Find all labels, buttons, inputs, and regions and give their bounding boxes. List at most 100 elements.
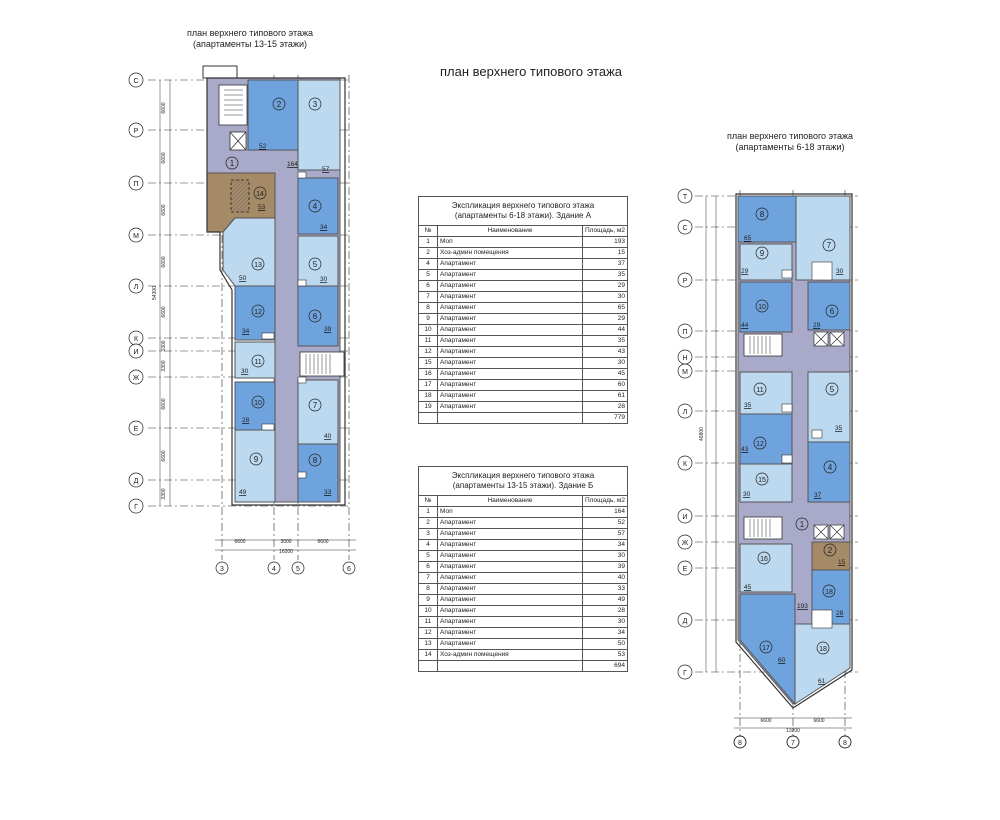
svg-text:Л: Л [683, 409, 688, 416]
right-room-marker-9: 9 [755, 246, 769, 260]
row-number: 14 [418, 649, 438, 661]
svg-text:4: 4 [828, 463, 833, 472]
svg-text:3300: 3300 [161, 488, 167, 499]
svg-text:Т: Т [683, 194, 688, 201]
svg-text:1: 1 [230, 159, 235, 168]
left-room-marker-2: 2 [272, 97, 286, 111]
svg-text:6600: 6600 [161, 102, 167, 113]
left-axis-И: И [128, 343, 144, 359]
right-room-marker-17: 17 [759, 640, 773, 654]
left-axis-markers: С Р П М Л К И Ж Е Д Г 3 4 5 6 [128, 72, 356, 575]
svg-text:5: 5 [830, 385, 835, 394]
right-plan-caption-line2: (апартаменты 6-18 этажи) [735, 142, 845, 152]
table-b-header-no: № [418, 495, 438, 507]
left-axis-Р: Р [128, 122, 144, 138]
row-area: 28 [582, 401, 628, 413]
row-area: 28 [582, 605, 628, 617]
row-name: Апартамент [437, 517, 583, 529]
left-axis-С: С [128, 72, 144, 88]
row-number: 10 [418, 324, 438, 336]
right-room-marker-6: 6 [825, 304, 839, 318]
row-name: Апартамент [437, 605, 583, 617]
row-area: 15 [582, 247, 628, 259]
svg-text:6600: 6600 [317, 539, 328, 545]
svg-text:18: 18 [819, 646, 827, 653]
svg-text:Е: Е [683, 566, 688, 573]
right-plan-caption-line1: план верхнего типового этажа [726, 131, 853, 141]
row-name: Апартамент [437, 539, 583, 551]
right-area-15: 30 [743, 491, 751, 498]
svg-text:3: 3 [313, 100, 318, 109]
row-area: 50 [582, 638, 628, 650]
left-axis-col-5: 5 [291, 561, 305, 575]
row-area: 34 [582, 627, 628, 639]
right-area-2: 15 [838, 559, 846, 566]
svg-text:П: П [682, 329, 687, 336]
row-name: Апартамент [437, 280, 583, 292]
row-name: Апартамент [437, 616, 583, 628]
svg-text:6600: 6600 [234, 539, 245, 545]
left-area-4: 34 [320, 224, 328, 231]
row-name: Апартамент [437, 346, 583, 358]
row-name: Апартамент [437, 627, 583, 639]
right-area-9: 29 [741, 268, 749, 275]
svg-text:3: 3 [220, 566, 224, 573]
left-area-6: 39 [324, 326, 332, 333]
left-area-labels: 164 52 57 34 30 39 40 33 49 28 30 34 50 … [239, 143, 332, 496]
left-axis-М: М [128, 227, 144, 243]
right-axis-markers: Т С Р П Н М Л К И Ж Е Д Г 8 7 8 [677, 188, 852, 749]
table-b-title-line1: Экспликация верхнего типового этажа [451, 471, 595, 480]
row-name: Апартамент [437, 291, 583, 303]
right-room-marker-1: 1 [795, 517, 809, 531]
right-plan-caption: план верхнего типового этажа (апартамент… [690, 131, 890, 153]
row-number: 13 [418, 638, 438, 650]
svg-text:3000: 3000 [280, 539, 291, 545]
svg-text:8: 8 [313, 456, 318, 465]
row-number: 1 [418, 506, 438, 518]
row-area: 33 [582, 583, 628, 595]
table-b-header-name: Наименование [437, 495, 583, 507]
row-number: 2 [418, 517, 438, 529]
row-number: 11 [418, 335, 438, 347]
row-number: 16 [418, 368, 438, 380]
svg-text:9: 9 [760, 249, 765, 258]
left-dim-lines [159, 80, 356, 551]
right-floor-plan: 8 7 9 10 6 11 5 12 15 4 1 2 16 18 17 18 … [677, 188, 858, 749]
left-room-markers: 1 2 3 4 5 6 7 8 9 10 11 12 13 14 [225, 97, 322, 467]
right-area-5: 35 [835, 425, 843, 432]
right-room-marker-2: 2 [823, 543, 837, 557]
left-axis-Л: Л [128, 278, 144, 294]
right-area-16: 45 [744, 584, 752, 591]
right-room-marker-18: 18 [816, 641, 830, 655]
explication-table-b: Экспликация верхнего типового этажа (апа… [418, 466, 628, 672]
table-b-total: 694 [582, 660, 628, 672]
svg-text:6: 6 [347, 566, 351, 573]
left-room-marker-5: 5 [308, 257, 322, 271]
svg-text:Р: Р [683, 278, 688, 285]
table-a-title-line2: (апартаменты 6-18 этажи). Здание А [454, 211, 592, 220]
table-a: Экспликация верхнего типового этажа (апа… [418, 196, 628, 424]
row-area: 44 [582, 324, 628, 336]
svg-text:Ж: Ж [133, 375, 140, 382]
svg-text:12: 12 [756, 441, 764, 448]
row-area: 53 [582, 649, 628, 661]
svg-text:1: 1 [800, 520, 805, 529]
left-area-1: 164 [287, 161, 298, 168]
row-name: Апартамент [437, 269, 583, 281]
svg-text:6: 6 [313, 312, 318, 321]
row-name: Апартамент [437, 313, 583, 325]
svg-text:К: К [683, 461, 688, 468]
right-room-marker-11: 11 [753, 382, 767, 396]
row-number: 18 [418, 390, 438, 402]
svg-text:2: 2 [277, 100, 282, 109]
right-axis-С: С [677, 219, 693, 235]
